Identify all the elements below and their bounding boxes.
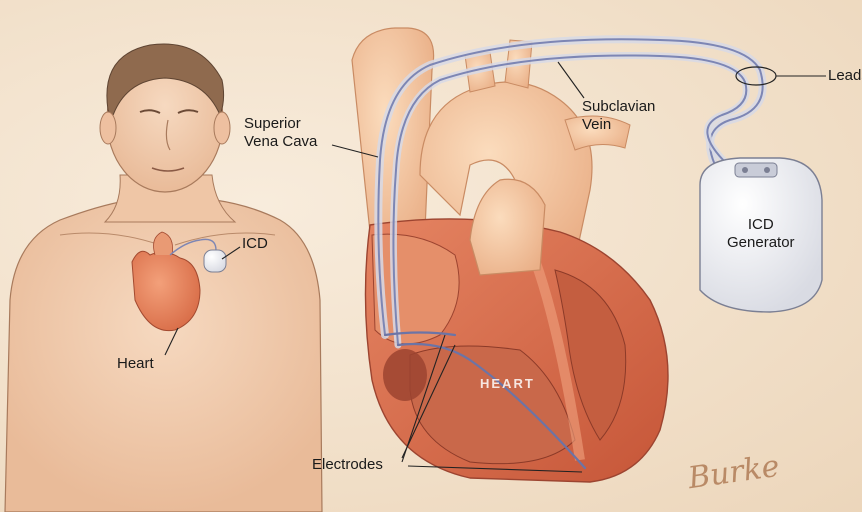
icd-generator-label: ICD Generator <box>727 216 795 252</box>
leads-label: Leads <box>828 67 862 85</box>
icd-label: ICD <box>242 235 268 253</box>
electrodes-label: Electrodes <box>312 456 383 474</box>
superior-vena-cava-label: Superior Vena Cava <box>244 115 317 151</box>
subclavian-vein-label: Subclavian Vein <box>582 98 655 134</box>
heart-large-label: HEART <box>480 376 535 391</box>
heart-label: Heart <box>117 355 154 373</box>
